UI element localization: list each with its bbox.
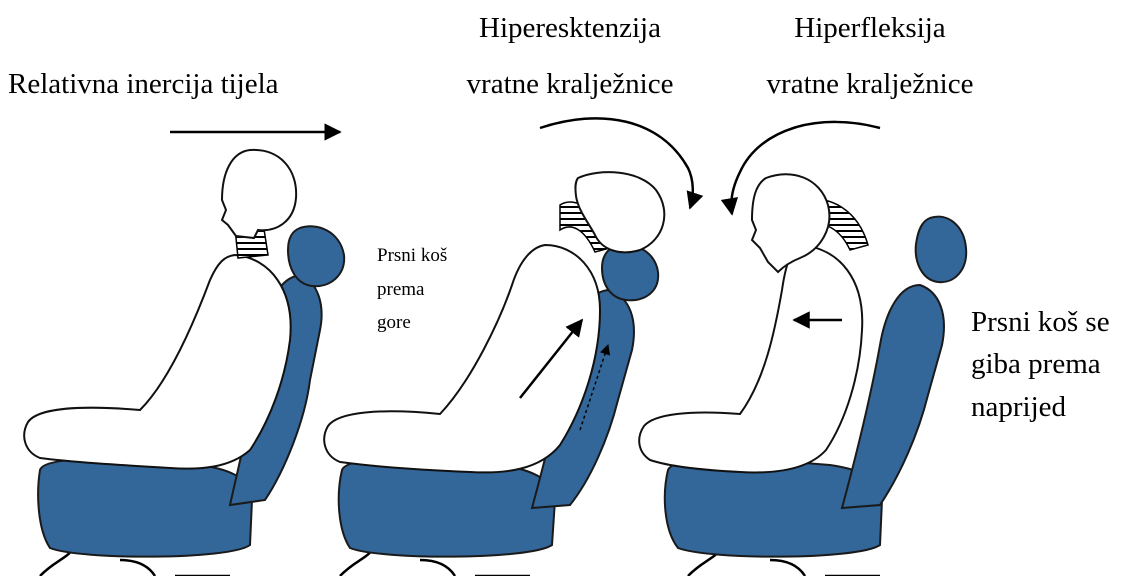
figure-hyperflexion (639, 122, 966, 576)
headrest-3 (916, 217, 966, 283)
figure-neutral (24, 150, 344, 576)
headrest-2 (602, 245, 658, 300)
body-1 (24, 255, 290, 469)
seat-base-2 (339, 459, 555, 556)
body-2 (324, 245, 600, 472)
figure-hyperextension (324, 118, 693, 576)
head-1 (222, 150, 296, 238)
body-3 (639, 245, 862, 472)
seat-base-1 (38, 459, 252, 556)
headrest-1 (288, 226, 344, 286)
